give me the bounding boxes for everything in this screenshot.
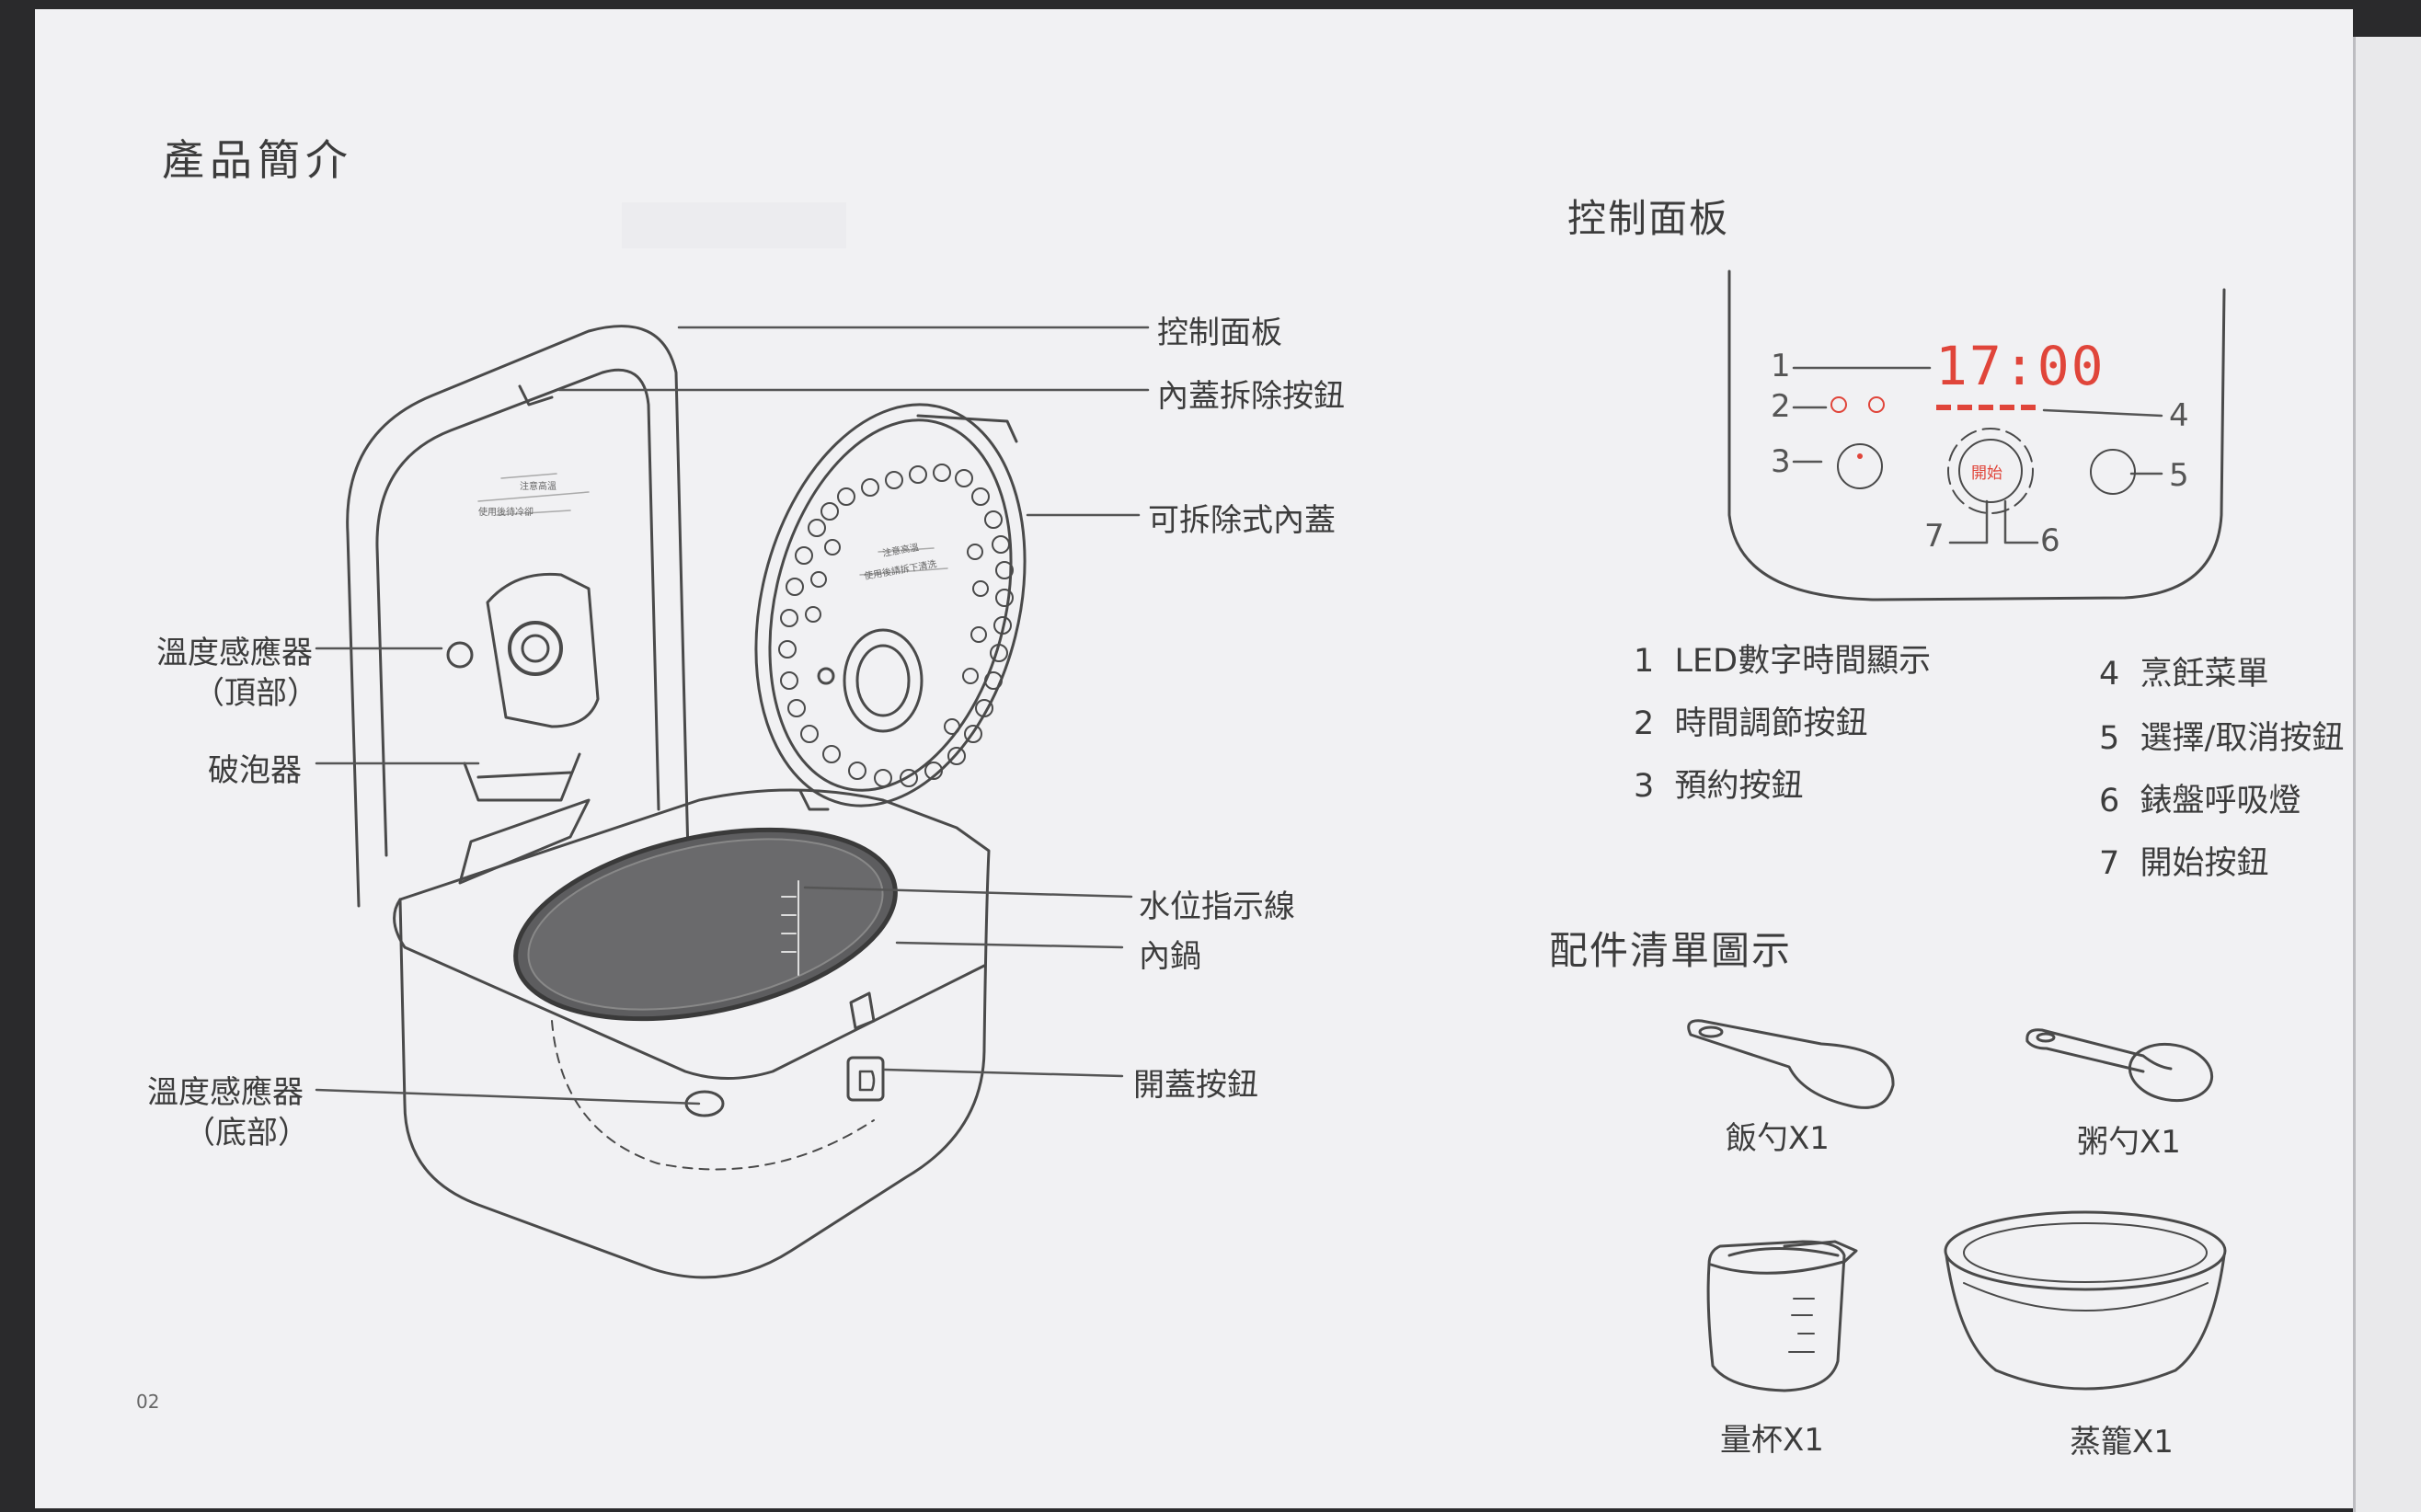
list-item-7: 7 開始按鈕 [2099,845,2269,882]
callout-bubble-breaker: 破泡器 [208,752,302,789]
callout-lines [315,326,1150,1105]
list-item-6: 6 錶盤呼吸燈 [2099,783,2301,819]
svg-text:注意高溫: 注意高溫 [881,541,920,559]
list-item-4: 4 烹飪菜單 [2099,656,2269,693]
callout-temp-sensor-top-sub: （頂部） [193,675,318,712]
accessory-soup-ladle-label: 粥勺X1 [2077,1124,2181,1161]
panel-number-3: 3 [1771,443,1791,480]
panel-number-1: 1 [1771,348,1791,384]
svg-text:注意高溫: 注意高溫 [520,480,556,492]
panel-number-5: 5 [2169,457,2189,494]
callout-removable-inner-lid: 可拆除式內蓋 [1148,502,1336,539]
callout-inner-pot: 內鍋 [1139,938,1201,975]
removable-inner-lid [754,403,1027,811]
control-panel-title: 控制面板 [1567,196,1730,241]
accessories-title: 配件清單圖示 [1549,928,1793,973]
page-title: 產品簡介 [162,135,353,185]
list-item-3: 3 預約按鈕 [1634,768,1804,805]
callout-temp-sensor-bottom: 溫度感應器 [147,1074,304,1111]
panel-number-7: 7 [1924,518,1945,555]
callout-temp-sensor-top: 溫度感應器 [156,635,313,671]
list-item-1: 1 LED數字時間顯示 [1634,643,1932,680]
callout-inner-lid-release: 內蓋拆除按鈕 [1157,378,1345,415]
cooker-body [393,788,991,1279]
svg-text:使用後請拆下清洗: 使用後請拆下清洗 [863,557,937,582]
menu-indicator-row [1936,405,2036,410]
accessory-rice-paddle-label: 飯勺X1 [1726,1120,1830,1157]
measuring-cup-drawing [1706,1240,1858,1392]
panel-number-2: 2 [1771,388,1791,425]
accessory-measuring-cup-label: 量杯X1 [1720,1422,1824,1459]
soup-ladle-drawing [2025,1028,2214,1103]
list-item-2: 2 時間調節按鈕 [1634,705,1868,742]
led-time-display: 17:00 [1935,335,2105,397]
callout-water-level: 水位指示線 [1139,888,1295,925]
steamer-drawing [1944,1210,2227,1391]
accessory-steamer-label: 蒸籠X1 [2070,1424,2174,1460]
panel-number-4: 4 [2169,397,2189,434]
faded-header-strip [622,202,846,248]
next-page-edge [2353,37,2421,1512]
schedule-led-icon [1857,453,1863,459]
start-button-label: 開始 [1971,464,2002,483]
list-item-5: 5 選擇/取消按鈕 [2099,720,2345,757]
page-number: 02 [136,1391,160,1413]
control-panel-diagram [1727,269,2226,601]
callout-temp-sensor-bottom-sub: （底部） [184,1115,309,1151]
svg-text:使用後待冷卻: 使用後待冷卻 [478,506,534,518]
callout-control-panel: 控制面板 [1157,315,1282,351]
callout-lid-open-button: 開蓋按鈕 [1133,1067,1258,1104]
panel-number-6: 6 [2040,522,2060,559]
cooker-open-lid [346,325,690,908]
rice-paddle-drawing [1687,1019,1895,1109]
